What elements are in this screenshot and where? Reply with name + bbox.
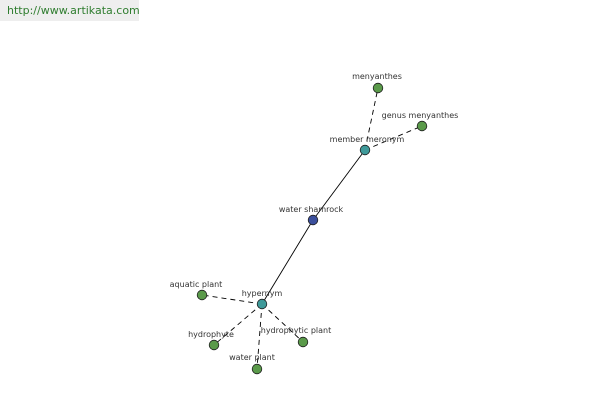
edge-hypernym-to-hydrophytic-plant	[261, 303, 304, 343]
node-label-aquatic-plant[interactable]: aquatic plant	[170, 280, 223, 289]
node-label-hypernym[interactable]: hypernym	[242, 289, 283, 298]
node-label-hydrophytic-plant[interactable]: hydrophytic plant	[261, 326, 331, 335]
labels-layer: water shamrock member meronym hypernym meny…	[170, 72, 459, 362]
edge-member-meronym-to-genus-menyanthes	[364, 125, 423, 151]
node-label-menyanthes[interactable]: menyanthes	[352, 72, 402, 81]
node-water-plant[interactable]	[251, 363, 263, 375]
node-label-water-plant[interactable]: water plant	[229, 353, 275, 362]
node-aquatic-plant[interactable]	[196, 289, 208, 301]
edge-water-shamrock-to-hypernym	[261, 219, 314, 305]
node-label-water-shamrock[interactable]: water shamrock	[279, 205, 344, 214]
node-genus-menyanthes[interactable]	[416, 120, 428, 132]
edge-hypernym-to-aquatic-plant	[201, 294, 263, 305]
edge-member-meronym-to-menyanthes	[364, 87, 379, 151]
node-hypernym[interactable]	[256, 298, 268, 310]
node-member-meronym[interactable]	[359, 144, 371, 156]
node-hydrophytic-plant[interactable]	[297, 336, 309, 348]
edge-hypernym-to-water-plant	[256, 303, 263, 370]
node-water-shamrock[interactable]	[307, 214, 319, 226]
node-hydrophyte[interactable]	[208, 339, 220, 351]
watermark-link[interactable]: http://www.artikata.com	[0, 0, 140, 21]
node-menyanthes[interactable]	[372, 82, 384, 94]
node-label-hydrophyte[interactable]: hydrophyte	[188, 330, 234, 339]
node-label-genus-menyanthes[interactable]: genus menyanthes	[382, 111, 459, 120]
node-label-member-meronym[interactable]: member meronym	[330, 135, 405, 144]
edges-layer	[201, 87, 423, 370]
edge-water-shamrock-to-member-meronym	[312, 149, 366, 221]
edge-hypernym-to-hydrophyte	[213, 303, 263, 346]
nodes-layer	[196, 82, 428, 375]
